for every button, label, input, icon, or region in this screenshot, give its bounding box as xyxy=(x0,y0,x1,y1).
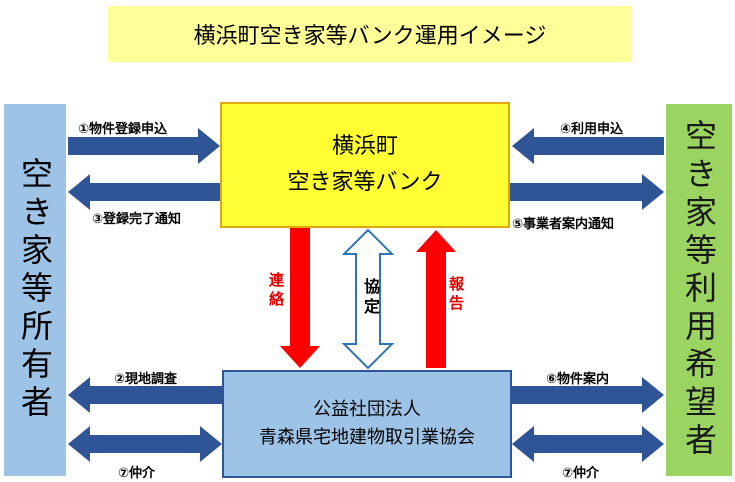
owner-label: 空き家等所有者 xyxy=(16,157,54,423)
arrow-renraku xyxy=(280,228,320,368)
label-a4: ④利用申込 xyxy=(560,122,624,137)
label-a7-right: ⑦仲介 xyxy=(562,466,600,481)
label-hokoku: 報告 xyxy=(447,276,465,314)
arrow-kyotei xyxy=(341,228,395,370)
bank-line1: 横浜町 xyxy=(331,134,398,159)
label-a5: ⑤事業者案内通知 xyxy=(512,217,615,232)
label-a3: ③登録完了通知 xyxy=(92,212,182,227)
label-a7-left: ⑦仲介 xyxy=(118,466,156,481)
arrow-2-survey xyxy=(68,377,222,413)
arrow-3-completion xyxy=(68,174,220,210)
assoc-line1: 公益社団法人 xyxy=(313,399,421,420)
arrow-hokoku xyxy=(416,230,456,368)
user-box: 空き家等利用希望者 xyxy=(666,104,732,476)
bank-line2: 空き家等バンク xyxy=(287,170,443,195)
label-renraku: 連絡 xyxy=(267,272,285,310)
label-kyotei: 協定 xyxy=(361,278,380,318)
association-box: 公益社団法人 青森県宅地建物取引業協会 xyxy=(222,370,512,478)
arrow-1-registration xyxy=(68,128,220,164)
arrow-7-left-mediation xyxy=(68,426,222,462)
arrow-5-notify xyxy=(510,174,664,210)
label-a1: ①物件登録申込 xyxy=(78,122,168,137)
arrow-6-guide xyxy=(512,377,664,413)
assoc-line2: 青森県宅地建物取引業協会 xyxy=(259,427,475,448)
arrow-4-application xyxy=(512,128,664,164)
diagram-title: 横浜町空き家等バンク運用イメージ xyxy=(108,6,632,62)
arrow-7-right-mediation xyxy=(512,426,664,462)
label-a2: ②現地調査 xyxy=(114,372,178,387)
akiya-bank-box: 横浜町 空き家等バンク xyxy=(220,102,510,228)
label-a6: ⑥物件案内 xyxy=(546,372,610,387)
user-label: 空き家等利用希望者 xyxy=(680,119,718,461)
owner-box: 空き家等所有者 xyxy=(4,104,66,476)
